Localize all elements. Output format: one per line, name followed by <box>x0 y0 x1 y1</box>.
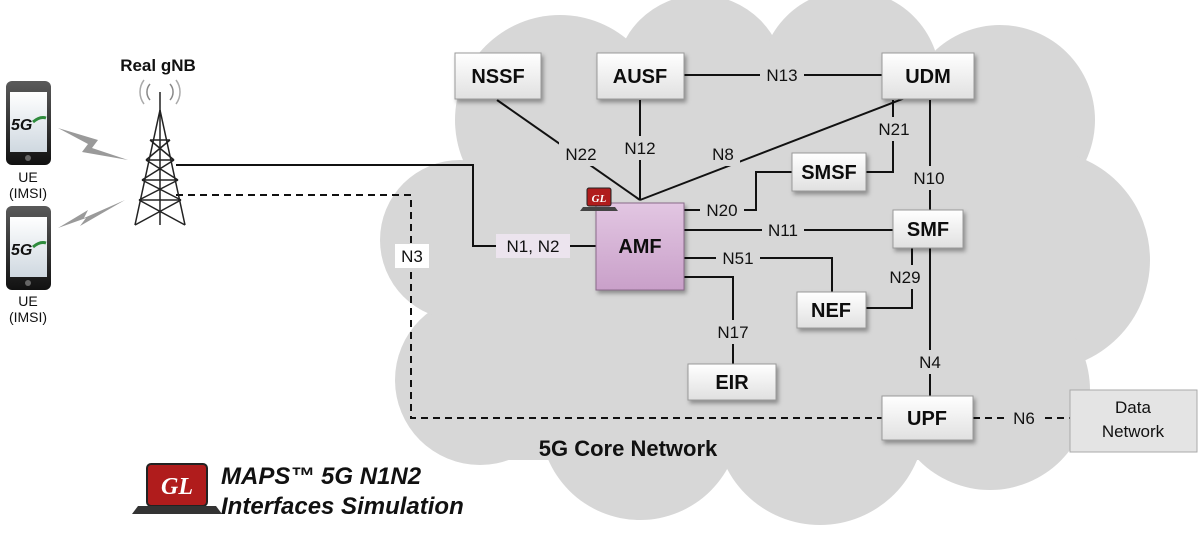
n8-label: N8 <box>712 145 734 164</box>
n1n2-label: N1, N2 <box>507 237 560 256</box>
ue2-5g-badge: 5G <box>11 242 32 259</box>
n8-label-bg <box>706 142 740 166</box>
amf-label: AMF <box>618 236 661 258</box>
wireless-link-icon <box>58 128 128 228</box>
nf-nssf: NSSF <box>454 52 542 100</box>
ue-phone-2: 5G <box>6 206 51 290</box>
n12-label-bg <box>618 136 662 160</box>
ausf-label: AUSF <box>613 66 667 88</box>
gl-laptop-text: GL <box>592 193 607 205</box>
data-network-line1: Data <box>1115 398 1151 417</box>
gl-laptop-icon: GL <box>580 187 618 211</box>
n4-label-bg <box>913 350 947 374</box>
n20-label: N20 <box>706 201 737 220</box>
smsf-label: SMSF <box>801 162 857 184</box>
nf-smsf: SMSF <box>791 152 867 192</box>
nef-label: NEF <box>811 300 851 322</box>
nf-ausf: AUSF <box>596 52 685 100</box>
n10-label: N10 <box>913 169 944 188</box>
udm-label: UDM <box>905 66 951 88</box>
n17-label: N17 <box>717 323 748 342</box>
real-gnb-label: Real gNB <box>120 56 196 75</box>
n13-label: N13 <box>766 66 797 85</box>
caption-line2: Interfaces Simulation <box>221 493 464 520</box>
nf-upf: UPF <box>881 395 974 441</box>
nf-smf: SMF <box>892 209 964 249</box>
n4-label: N4 <box>919 353 941 372</box>
n13-label-bg <box>760 63 804 87</box>
n51-label-bg <box>716 246 760 270</box>
n29-label: N29 <box>889 268 920 287</box>
data-network-box: Data Network <box>1069 389 1198 453</box>
n11-label: N11 <box>768 221 798 240</box>
radio-tower-icon <box>134 79 186 226</box>
eir-label: EIR <box>715 372 749 394</box>
n12-label: N12 <box>624 139 655 158</box>
caption-line1: MAPS™ 5G N1N2 <box>221 463 422 490</box>
n10-label-bg <box>907 166 951 190</box>
n21-label: N21 <box>878 120 909 139</box>
n22-label: N22 <box>565 145 596 164</box>
n1n2-label-bg <box>496 234 570 258</box>
n17-label-bg <box>711 320 755 344</box>
n3-label-bg <box>395 244 429 268</box>
ue-phone-1: 5G <box>6 81 51 165</box>
smf-label: SMF <box>907 219 949 241</box>
n6-label: N6 <box>1013 409 1035 428</box>
ue2-label-line2: (IMSI) <box>9 309 47 325</box>
n11-label-bg <box>762 218 804 242</box>
core-network-label: 5G Core Network <box>539 436 718 461</box>
ue1-label-line2: (IMSI) <box>9 185 47 201</box>
upf-label: UPF <box>907 408 947 430</box>
nf-eir: EIR <box>687 363 777 401</box>
ue1-label-line1: UE <box>18 169 37 185</box>
n22-label-bg <box>559 142 603 166</box>
nf-udm: UDM <box>881 52 975 100</box>
ue2-label-line1: UE <box>18 293 37 309</box>
n20-label-bg <box>700 198 744 222</box>
gl-logo-text: GL <box>161 474 193 500</box>
gl-logo-icon: GL <box>132 463 222 514</box>
ue1-5g-badge: 5G <box>11 117 32 134</box>
data-network-line2: Network <box>1102 422 1165 441</box>
n3-label: N3 <box>401 247 423 266</box>
interface-labels: N1, N2 N3 N22 N12 N13 N8 N21 N10 N20 N11… <box>395 63 1041 430</box>
n6-label-bg <box>1007 406 1041 430</box>
n21-label-bg <box>873 117 915 141</box>
nf-nef: NEF <box>796 291 867 329</box>
nf-amf: AMF <box>595 202 685 291</box>
n29-label-bg <box>883 265 927 289</box>
nssf-label: NSSF <box>471 66 524 88</box>
n51-label: N51 <box>722 249 753 268</box>
